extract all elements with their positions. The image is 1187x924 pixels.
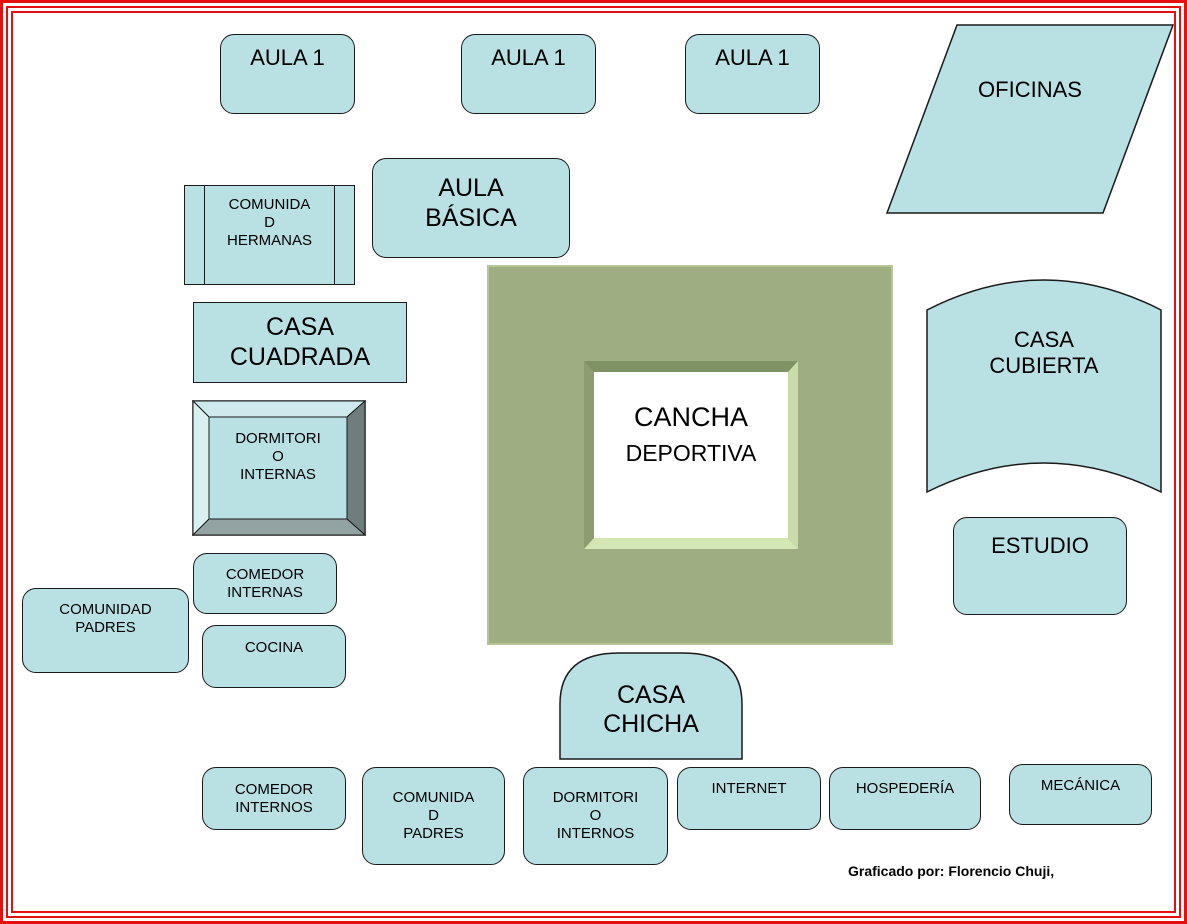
cocina: COCINA xyxy=(202,625,346,688)
aula-1-center: AULA 1 xyxy=(461,34,596,114)
credit-text: Graficado por: Florencio Chuji, xyxy=(848,863,1055,879)
casa-cubierta-shape xyxy=(926,279,1162,494)
page-border-middle xyxy=(6,6,1181,918)
dormitorio-internas-label: DORMITORI O INTERNAS xyxy=(235,430,321,483)
internet: INTERNET xyxy=(677,767,821,830)
casa-cubierta-label: CASA CUBIERTA xyxy=(989,327,1099,378)
dormitorio-internas-shape xyxy=(191,399,367,537)
comunidad-padres-bottom: COMUNIDA D PADRES xyxy=(362,767,505,865)
casa-chicha-label: CASA CHICHA xyxy=(603,680,699,739)
comunidad-padres-left: COMUNIDAD PADRES xyxy=(22,588,189,673)
casa-cuadrada: CASA CUADRADA xyxy=(193,302,407,383)
comunidad-hermanas: COMUNIDA D HERMANAS xyxy=(184,185,355,285)
oficinas-shape xyxy=(885,24,1175,214)
cancha-deportiva-label-line1: CANCHA xyxy=(633,402,748,433)
comunidad-hermanas-right-rule xyxy=(334,186,335,284)
cancha-deportiva-label-line2: DEPORTIVA xyxy=(625,440,757,467)
mecanica: MECÁNICA xyxy=(1009,764,1152,825)
dormitorio-internos: DORMITORI O INTERNOS xyxy=(523,767,668,865)
comunidad-hermanas-label: COMUNIDA D HERMANAS xyxy=(226,196,312,249)
comedor-internas: COMEDOR INTERNAS xyxy=(193,553,337,614)
comedor-internos: COMEDOR INTERNOS xyxy=(202,767,346,830)
aula-basica: AULA BÁSICA xyxy=(372,158,570,258)
cancha-deportiva-shape xyxy=(487,265,893,645)
aula-1-left: AULA 1 xyxy=(220,34,355,114)
comunidad-hermanas-left-rule xyxy=(204,186,205,284)
page-border-inner xyxy=(11,11,1176,913)
estudio: ESTUDIO xyxy=(953,517,1127,615)
casa-chicha-shape xyxy=(559,652,743,760)
hospederia: HOSPEDERÍA xyxy=(829,767,981,830)
aula-1-right: AULA 1 xyxy=(685,34,820,114)
oficinas-label: OFICINAS xyxy=(978,77,1082,103)
